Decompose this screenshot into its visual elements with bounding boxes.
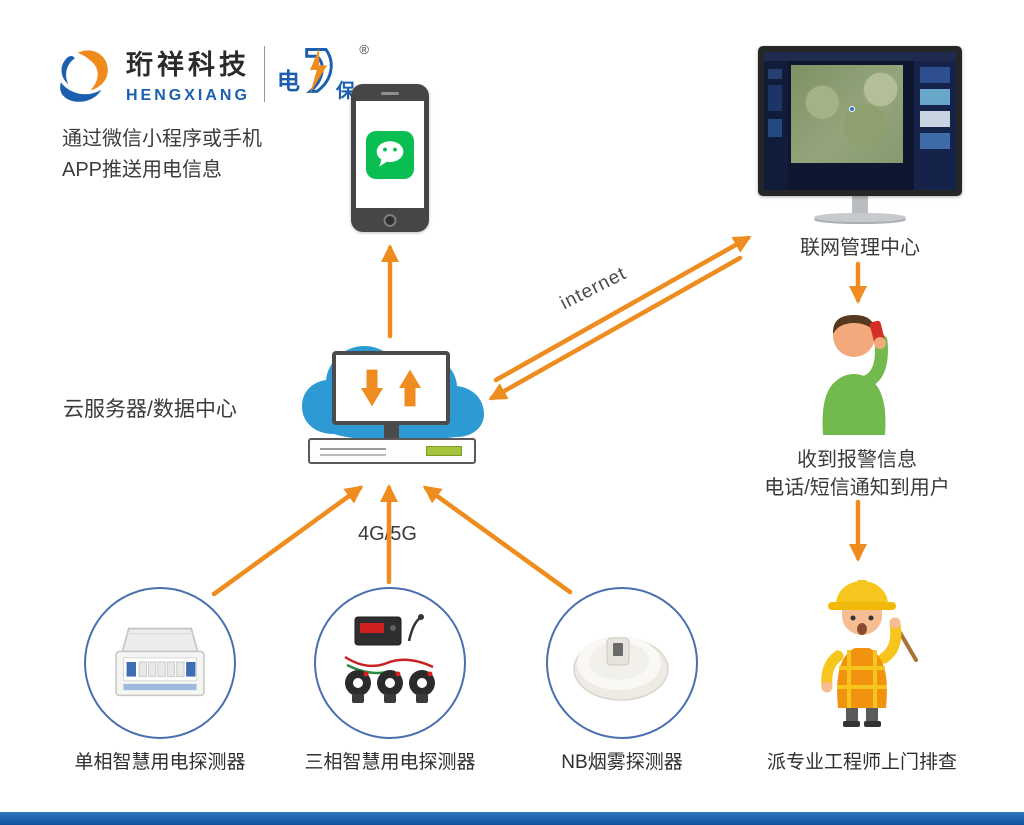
three-phase-kit-icon xyxy=(344,614,435,703)
brand-char-right: 保 xyxy=(336,81,356,102)
internet-link-label: internet xyxy=(556,262,631,315)
registered-mark: ® xyxy=(359,42,370,57)
monitor-stand-neck xyxy=(852,196,868,213)
monitor-stand xyxy=(384,425,399,438)
screen-right-panel xyxy=(914,61,956,190)
map-view xyxy=(791,65,903,163)
company-name-en: HENGXIANG xyxy=(126,87,250,104)
arrow-smoke-to-cloud xyxy=(422,485,573,595)
cloud-server-node xyxy=(298,336,488,476)
monitor-screen xyxy=(764,52,956,190)
map-pin-icon xyxy=(849,106,856,113)
logo-divider xyxy=(264,46,265,102)
device-label-smoke: NB烟雾探测器 xyxy=(561,752,683,773)
screen-left-panel xyxy=(764,61,788,190)
user-on-phone-figure xyxy=(806,303,908,435)
arrow-single-phase-to-cloud xyxy=(211,485,364,597)
server-unit xyxy=(308,438,476,464)
smoke-detector-icon xyxy=(573,636,669,701)
cellular-link-label: 4G/5G xyxy=(358,523,417,545)
device-node-single-phase xyxy=(84,587,236,739)
management-center-monitor xyxy=(758,46,962,222)
alarm-notice-text: 收到报警信息 电话/短信通知到用户 xyxy=(736,446,978,502)
engineer-figure xyxy=(802,560,922,734)
logo-swoosh-icon xyxy=(60,50,108,102)
wechat-icon xyxy=(366,130,414,179)
server-vent xyxy=(320,448,386,450)
management-center-label: 联网管理中心 xyxy=(800,237,920,259)
cloud-server-label: 云服务器/数据中心 xyxy=(63,398,237,421)
wechat-note-line1: 通过微信小程序或手机 xyxy=(62,128,262,150)
brand-logo: 电 保 ® xyxy=(277,42,369,106)
logo-text: 珩祥科技 HENGXIANG xyxy=(126,43,250,105)
alarm-line1: 收到报警信息 xyxy=(797,449,917,471)
device-label-three-phase: 三相智慧用电探测器 xyxy=(304,752,476,773)
alarm-line2: 电话/短信通知到用户 xyxy=(764,477,950,499)
device-node-three-phase xyxy=(314,587,466,739)
company-name-cn: 珩祥科技 xyxy=(126,50,250,80)
server-vent xyxy=(320,454,386,456)
lightning-bolt-icon xyxy=(305,47,333,94)
monitor-bezel xyxy=(758,46,962,196)
smartphone xyxy=(351,84,429,232)
device-node-smoke-detector xyxy=(546,587,698,739)
arrow-cloud-to-management xyxy=(493,235,752,383)
device-label-single-phase: 单相智慧用电探测器 xyxy=(74,752,246,773)
wechat-note-text: 通过微信小程序或手机 APP推送用电信息 xyxy=(62,124,262,186)
wechat-note-line2: APP推送用电信息 xyxy=(62,159,223,181)
download-arrow-icon xyxy=(361,369,383,407)
upload-arrow-icon xyxy=(399,369,421,407)
engineer-label: 派专业工程师上门排查 xyxy=(766,752,957,773)
phone-home-button xyxy=(383,214,397,227)
distribution-box-icon xyxy=(115,627,205,697)
screen-toolbar xyxy=(764,52,956,61)
phone-speaker xyxy=(381,92,399,95)
phone-screen xyxy=(356,101,424,208)
data-center-monitor xyxy=(332,351,450,425)
brand-char-left: 电 xyxy=(277,68,300,94)
server-indicator xyxy=(426,446,462,456)
bottom-accent-bar xyxy=(0,812,1024,825)
company-logo: 珩祥科技 HENGXIANG 电 保 ® xyxy=(50,42,369,106)
monitor-stand-base xyxy=(814,213,906,222)
